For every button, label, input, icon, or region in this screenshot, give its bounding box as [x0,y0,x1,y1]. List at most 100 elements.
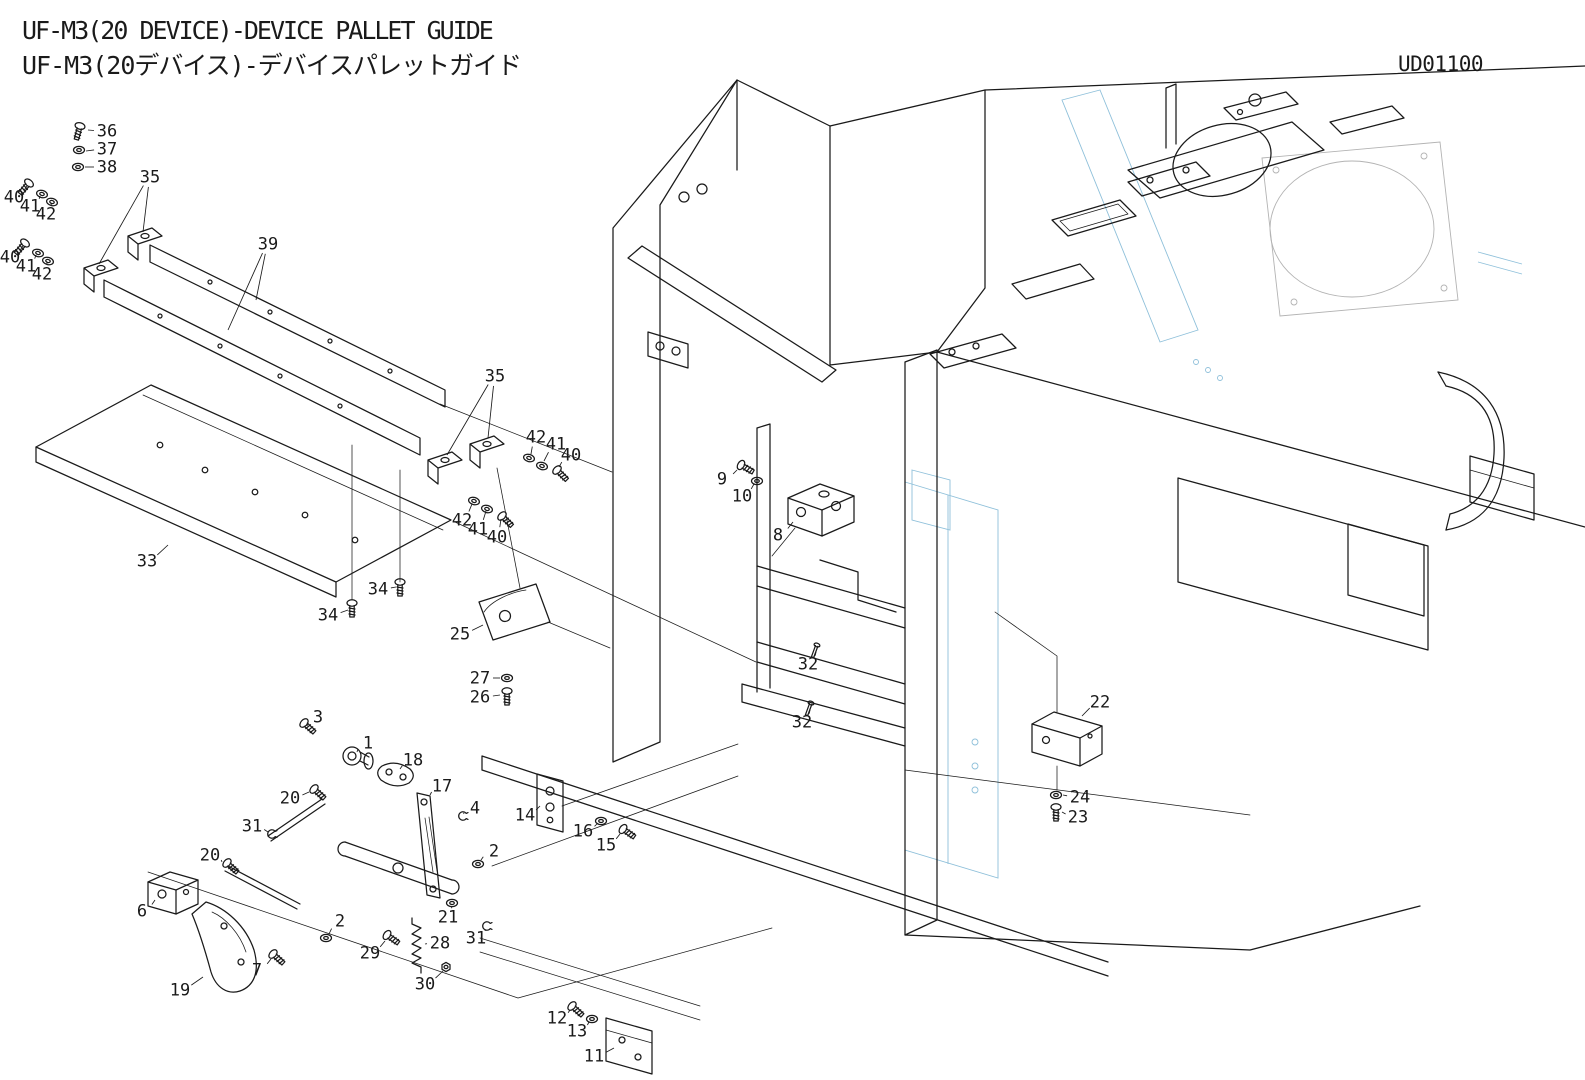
screw-36-icon [70,120,87,142]
screw-12-icon [565,999,587,1020]
svg-text:17: 17 [432,777,452,797]
pallet-guide-assembly [35,227,505,598]
callout-38: 38 [85,158,117,178]
svg-text:33: 33 [137,552,157,572]
washer-21-icon [445,898,459,908]
svg-text:32: 32 [792,713,812,733]
washer-13-icon [585,1014,599,1024]
callout-42: 42 [36,202,56,225]
callout-7: 7 [252,958,272,981]
svg-text:35: 35 [140,168,160,188]
callout-34: 34 [368,580,397,600]
svg-text:34: 34 [318,606,338,626]
callout-42: 42 [452,503,473,531]
washer-42-icon-c [522,452,536,464]
part-39-rails [103,244,446,456]
svg-text:6: 6 [137,902,147,922]
callout-18: 18 [399,751,423,771]
svg-text:21: 21 [438,908,458,928]
callout-20: 20 [280,789,310,809]
svg-text:19: 19 [170,981,190,1001]
callout-24: 24 [1062,788,1090,808]
svg-text:28: 28 [430,934,450,954]
washer-37-icon [72,145,86,155]
callout-41: 41 [468,510,488,540]
callout-41: 41 [16,254,37,277]
svg-text:42: 42 [36,205,56,225]
washer-2-icon-b [319,933,333,943]
svg-text:24: 24 [1070,788,1090,808]
screw-34-icon-a [346,599,358,618]
svg-text:31: 31 [242,817,262,837]
washer-2-icon-a [471,859,485,869]
svg-text:2: 2 [489,842,499,862]
washer-42-icon-d [467,495,481,507]
part-35-brackets [83,227,505,485]
screw-15-icon [616,822,638,842]
part-14-plate [536,773,564,833]
svg-text:16: 16 [573,822,593,842]
callout-23: 23 [1061,808,1088,828]
callout-6: 6 [137,899,156,922]
screw-7-icon [266,947,288,968]
reference-outline-gray [1261,141,1459,317]
svg-text:27: 27 [470,669,490,689]
callout-9: 9 [717,470,738,490]
callout-10: 10 [732,483,755,507]
screw-40-icon-c [550,463,572,485]
callout-21: 21 [438,907,458,928]
svg-text:34: 34 [368,580,388,600]
callout-41: 41 [543,435,566,462]
callout-16: 16 [573,822,599,842]
svg-text:3: 3 [313,708,323,728]
part-25-bracket [478,583,551,641]
svg-text:42: 42 [32,265,52,285]
svg-text:39: 39 [258,235,278,255]
part-33-plate [35,384,452,598]
svg-text:10: 10 [732,487,752,507]
machine-frame [147,65,1585,1021]
callout-36: 36 [87,122,117,142]
svg-text:22: 22 [1090,693,1110,713]
callout-8: 8 [773,521,794,546]
callout-42: 42 [32,262,52,285]
svg-text:7: 7 [252,961,262,981]
part-11-plate [605,1017,653,1075]
washer-41-icon-c [535,460,549,472]
callout-33: 33 [137,544,169,572]
svg-text:42: 42 [452,511,472,531]
callout-14: 14 [515,806,541,826]
screw-29-icon [380,928,402,948]
svg-text:32: 32 [798,655,818,675]
svg-text:38: 38 [97,158,117,178]
screw-26-icon [501,687,513,706]
screw-9-icon [735,458,757,477]
page-title-japanese: UF-M3(20デバイス)-デバイスパレットガイド [22,51,522,80]
callout-32: 32 [798,651,818,675]
callout-4: 4 [463,799,480,819]
callout-39: 39 [227,235,278,331]
callout-37: 37 [85,140,117,160]
part-8-block [787,483,855,537]
callout-26: 26 [470,688,501,708]
part-18-link [377,762,414,787]
part-28-spring [411,917,422,974]
callout-13: 13 [567,1022,590,1042]
callout-30: 30 [415,970,444,995]
callout-17: 17 [429,777,452,797]
callout-40: 40 [558,446,581,468]
svg-text:30: 30 [415,975,435,995]
svg-text:40: 40 [4,188,24,208]
hardware-icons [11,120,1063,1024]
part-17-bar [416,792,441,899]
svg-text:41: 41 [468,520,488,540]
page-title: UF-M3(20 DEVICE)-DEVICE PALLET GUIDE [22,16,494,45]
part-1-roller [342,746,374,770]
part-19-arm [191,901,257,993]
callout-1: 1 [356,734,373,754]
svg-text:12: 12 [547,1009,567,1029]
svg-text:20: 20 [200,846,220,866]
